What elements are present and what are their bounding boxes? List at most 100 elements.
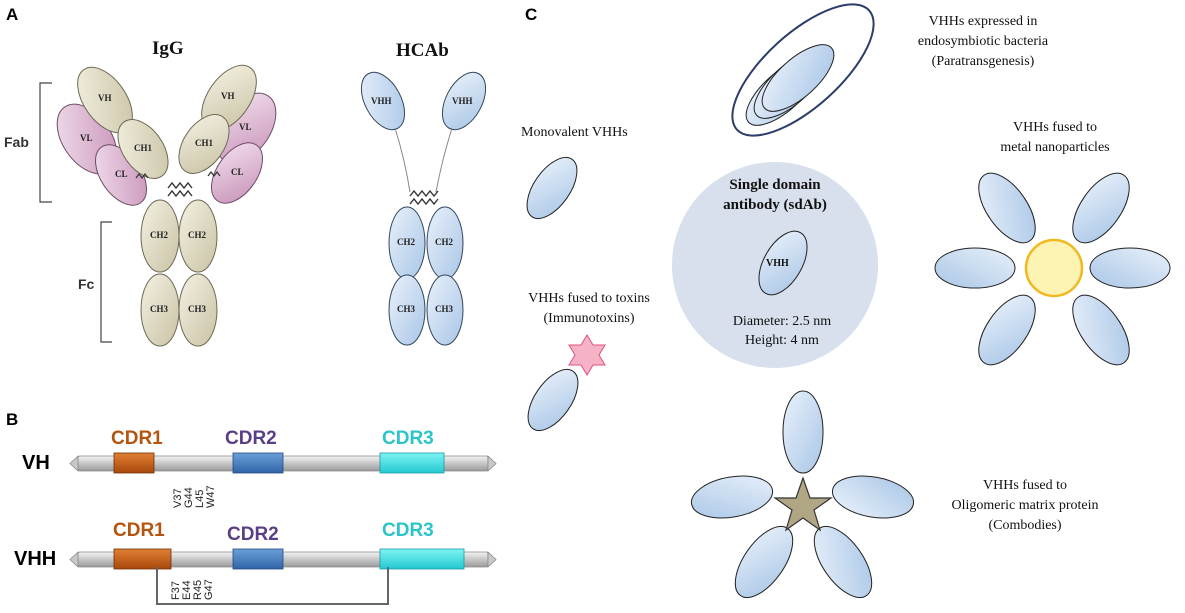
metal-nanoparticle xyxy=(1024,238,1084,298)
paratransgenesis-label-1: VHHs expressed in xyxy=(928,14,1038,29)
domain-label-vh-right: VH xyxy=(221,91,235,101)
igg-diagram xyxy=(39,64,277,347)
domain-label-hcab-ch2-right: CH2 xyxy=(435,237,453,247)
domain-label-ch1-right: CH1 xyxy=(195,138,213,148)
sdab-title-1: Single domain xyxy=(729,177,821,193)
combody-vhh xyxy=(813,526,873,598)
domain-label-ch1-left: CH1 xyxy=(134,143,152,153)
panel-label-c: C xyxy=(525,5,538,24)
igg-ch3-right xyxy=(178,273,218,347)
domain-label-ch3-right: CH3 xyxy=(188,304,206,314)
igg-ch2-right xyxy=(178,199,218,273)
domain-label-hcab-ch2-left: CH2 xyxy=(397,237,415,247)
panel-label-a: A xyxy=(6,5,19,24)
sdab-height: Height: 4 nm xyxy=(745,333,819,348)
igg-disulfide-right xyxy=(207,171,221,177)
domain-label-ch2-right: CH2 xyxy=(188,230,206,240)
combody-label-1: VHHs fused to xyxy=(983,478,1067,493)
vh-cdr3-label: CDR3 xyxy=(382,428,434,449)
combody-vhh xyxy=(690,475,774,519)
vh-cdr1-label: CDR1 xyxy=(111,428,163,449)
vhh-cdr2-box xyxy=(232,548,284,570)
applications-diagram xyxy=(526,3,1171,598)
hcab-ch3-left xyxy=(388,274,426,346)
domain-label-vl-left: VL xyxy=(80,133,93,143)
nanoparticle-assembly xyxy=(934,172,1171,366)
hcab-vhh-left xyxy=(360,71,406,131)
domain-label-vh-left: VH xyxy=(98,93,112,103)
hcab-linker-right xyxy=(435,127,453,193)
combody-label-2: Oligomeric matrix protein xyxy=(951,498,1099,513)
combody-vhh xyxy=(734,526,794,598)
nano-vhh xyxy=(978,294,1036,366)
domain-label-cl-right: CL xyxy=(231,167,244,177)
domain-label-ch2-left: CH2 xyxy=(150,230,168,240)
vhh-sequence-label: VHH xyxy=(14,548,57,570)
combody-vhh xyxy=(782,390,824,474)
vh-residue: W47 xyxy=(205,485,217,508)
fab-label: Fab xyxy=(4,134,29,150)
vhh-cdr1-label: CDR1 xyxy=(113,520,165,541)
hcab-title: HCAb xyxy=(396,40,449,61)
sequence-diagram xyxy=(69,452,497,605)
nanoparticle-label-1: VHHs fused to xyxy=(1013,120,1097,135)
hcab-vhh-right xyxy=(441,71,487,131)
vh-sequence-label: VH xyxy=(22,452,50,474)
igg-title: IgG xyxy=(152,38,184,59)
domain-label-vl-right: VL xyxy=(239,122,252,132)
igg-ch1-right xyxy=(178,114,230,174)
igg-cl-right xyxy=(211,142,263,204)
vhh-cdr3-label: CDR3 xyxy=(382,520,434,541)
nano-vhh xyxy=(1089,247,1171,289)
paratransgenesis-label-3: (Paratransgenesis) xyxy=(931,54,1035,69)
vhh-cdr-connector xyxy=(156,567,389,605)
vhh-residue: G47 xyxy=(203,579,215,600)
panel-label-b: B xyxy=(6,410,19,429)
domain-label-cl-left: CL xyxy=(115,169,128,179)
hcab-ch3-right xyxy=(426,274,464,346)
domain-label-ch3-left: CH3 xyxy=(150,304,168,314)
immunotoxin-label-2: (Immunotoxins) xyxy=(543,311,635,326)
domain-label-vhh-right: VHH xyxy=(452,96,473,106)
igg-ch1-left xyxy=(117,119,169,179)
matrix-protein-star xyxy=(773,476,833,532)
monovalent-label: Monovalent VHHs xyxy=(521,125,628,140)
domain-label-hcab-ch3-left: CH3 xyxy=(397,304,415,314)
immunotoxin-label-1: VHHs fused to toxins xyxy=(528,291,650,306)
igg-disulfide-left xyxy=(135,173,149,179)
hcab-linker-left xyxy=(394,127,411,193)
sdab-diameter: Diameter: 2.5 nm xyxy=(732,314,832,329)
paratransgenesis-label-2: endosymbiotic bacteria xyxy=(917,34,1049,49)
vh-cdr2-label: CDR2 xyxy=(225,428,277,449)
fc-bracket xyxy=(100,221,112,343)
nanoparticle-label-2: metal nanoparticles xyxy=(1000,140,1110,155)
hcab-diagram xyxy=(360,71,487,346)
domain-label-hcab-ch3-right: CH3 xyxy=(435,304,453,314)
vh-cdr1-box xyxy=(113,452,155,474)
hcab-hinge xyxy=(409,189,439,198)
domain-label-vhh-left: VHH xyxy=(371,96,392,106)
vh-cdr3-box xyxy=(379,452,445,474)
vh-cdr2-box xyxy=(232,452,284,474)
nano-vhh xyxy=(978,172,1036,244)
vhh-cdr1-box xyxy=(113,548,172,570)
sdab-vhh-label: VHH xyxy=(766,258,789,269)
immunotoxin-vhh xyxy=(527,369,579,431)
vhh-cdr2-label: CDR2 xyxy=(227,524,279,545)
sdab-vhh xyxy=(758,230,808,296)
nano-vhh xyxy=(1072,294,1130,366)
fc-label: Fc xyxy=(78,276,95,292)
combody-assembly xyxy=(690,390,915,598)
igg-hinge xyxy=(167,181,193,190)
nano-vhh xyxy=(1072,172,1130,244)
sdab-title-2: antibody (sdAb) xyxy=(723,197,827,213)
toxin-star xyxy=(568,334,606,376)
nano-vhh xyxy=(934,247,1016,289)
bacterium-vhh-1 xyxy=(761,44,835,112)
monovalent-vhh xyxy=(526,157,578,219)
combody-vhh xyxy=(831,475,915,519)
fab-bracket xyxy=(39,82,52,203)
combody-label-3: (Combodies) xyxy=(988,518,1062,533)
vhh-cdr3-box xyxy=(379,548,465,570)
